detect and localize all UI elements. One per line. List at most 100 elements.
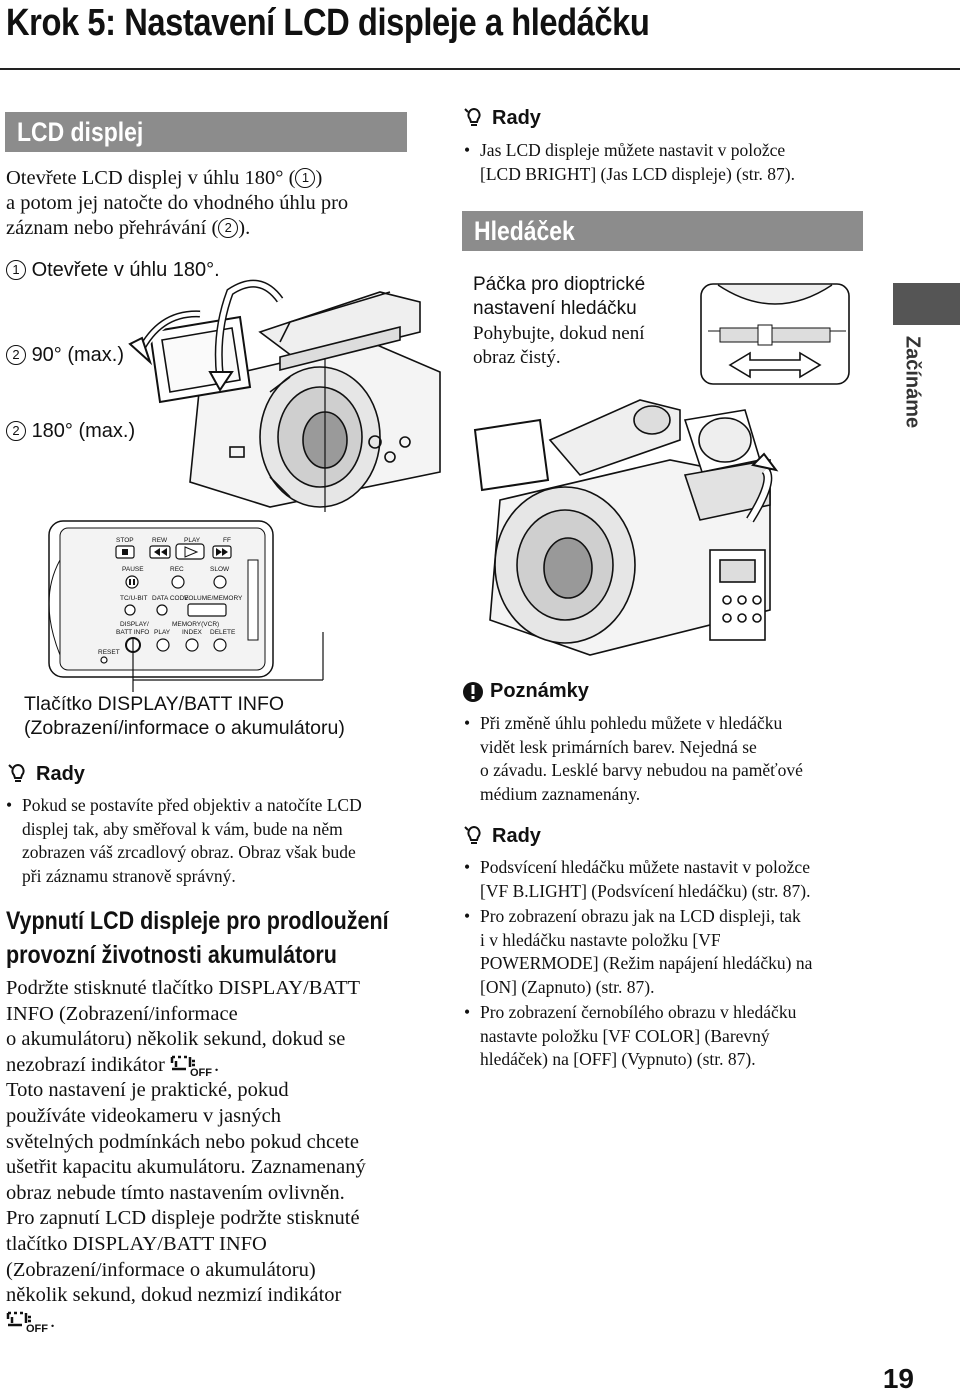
reset-button[interactable]: [100, 656, 108, 664]
tips-left-title: Rady: [36, 762, 85, 785]
notes-line3: o závadu. Lesklé barvy nebudou na paměťo…: [480, 760, 803, 780]
lcd-intro: Otevřete LCD displej v úhlu 180° (1) a p…: [6, 166, 406, 241]
callout-90-max: 2 90° (max.): [6, 344, 124, 367]
tips-right-title: Rady: [492, 824, 541, 847]
lcd-off-line: obraz nebude tímto nastavením ovlivněn.: [6, 1181, 345, 1204]
label-pause: PAUSE: [122, 566, 144, 573]
lcd-intro-line2: a potom jej natočte do vhodného úhlu pro: [6, 192, 349, 214]
label-rew: REW: [152, 537, 168, 544]
label-mem-play: PLAY: [154, 629, 171, 636]
label-volume: VOLUME/MEMORY: [184, 595, 243, 602]
camcorder-viewfinder-illustration: [473, 399, 779, 656]
lcd-off-line: Pro zapnutí LCD displeje podržte stisknu…: [6, 1207, 360, 1230]
tips-top-line2: [LCD BRIGHT] (Jas LCD displeje) (str. 87…: [480, 163, 795, 184]
memory-delete-button[interactable]: [213, 638, 227, 652]
tips-right-item: Podsvícení hledáčku můžete nastavit v po…: [462, 856, 902, 903]
side-tab-text: Začínáme: [901, 335, 924, 429]
section-title-viewfinder: Hledáček: [474, 215, 575, 246]
label-index: INDEX: [182, 629, 203, 636]
side-tab-marker: [893, 283, 960, 325]
lcd-off-indicator-icon: OFF: [170, 1053, 214, 1079]
label-batt-info: BATT INFO: [116, 629, 149, 636]
label-stop: STOP: [116, 537, 134, 544]
tips-right-line: nastavte položku [VF COLOR] (Barevný: [480, 1025, 770, 1046]
callout-marker-2a: 2: [6, 345, 26, 365]
callout-180-max-label: 180° (max.): [31, 420, 136, 442]
lcd-off-line: tlačítko DISPLAY/BATT INFO: [6, 1232, 267, 1255]
display-button-caption-line1: Tlačítko DISPLAY/BATT INFO: [24, 693, 285, 715]
note-warning-icon: [463, 681, 483, 702]
viewfinder-adjust-text: Pohybujte, dokud není obraz čistý.: [473, 322, 645, 370]
lcd-off-line-indicator: nezobrazí indikátor OFF .: [6, 1053, 426, 1079]
label-rec: REC: [170, 566, 184, 573]
callout-marker-1: 1: [6, 260, 26, 280]
label-play: PLAY: [184, 537, 201, 544]
tips-right-list: Podsvícení hledáčku můžete nastavit v po…: [462, 856, 902, 1072]
tips-right-line: hledáček) na [OFF] (Vypnuto) (str. 87).: [480, 1049, 756, 1069]
volume-rocker[interactable]: [187, 603, 227, 617]
label-tc-ubit: TC/U-BIT: [120, 595, 147, 602]
adjust-text-line2: obraz čistý.: [473, 347, 561, 368]
label-display: DISPLAY/: [120, 621, 149, 628]
ff-icon-b: [222, 548, 228, 556]
tips-left-list: Pokud se postavíte před objektiv a natoč…: [4, 794, 424, 888]
memory-play-button[interactable]: [156, 638, 170, 652]
tips-left-line1: Pokud se postavíte před objektiv a natoč…: [22, 795, 362, 815]
tips-right-item: Pro zobrazení černobílého obrazu v hledá…: [462, 1001, 902, 1072]
tips-left-line4: při záznamu stranově správný.: [22, 865, 236, 886]
lever-label-line1: Páčka pro dioptrické: [473, 274, 646, 295]
label-reset: RESET: [98, 649, 120, 656]
tips-top-item: Jas LCD displeje můžete nastavit v polož…: [462, 139, 882, 186]
diopter-lever-detail: [700, 283, 850, 385]
tips-right-line: [ON] (Zapnuto) (str. 87).: [480, 976, 655, 997]
tip-bulb-icon: [464, 825, 481, 844]
callout-marker-2b: 2: [6, 421, 26, 441]
memory-index-button[interactable]: [185, 638, 199, 652]
label-delete: DELETE: [210, 629, 236, 636]
tips-right-line: Podsvícení hledáčku můžete nastavit v po…: [480, 857, 810, 877]
leader-line-display-button: [132, 632, 324, 692]
callout-90-max-label: 90° (max.): [31, 344, 125, 366]
tips-top-list: Jas LCD displeje můžete nastavit v polož…: [462, 139, 882, 186]
display-button-caption-line2: (Zobrazení/informace o akumulátoru): [24, 717, 345, 739]
data-code-button[interactable]: [156, 604, 168, 616]
pause-icon-b: [133, 579, 135, 585]
tips-top-heading: Rady: [462, 106, 541, 130]
lcd-off-line-indicator-2: OFF .: [6, 1309, 426, 1335]
rew-icon: [154, 548, 160, 556]
tc-ubit-button[interactable]: [124, 604, 136, 616]
lcd-off-indicator-icon: OFF: [6, 1309, 50, 1335]
callout-open-180: 1 Otevřete v úhlu 180°.: [6, 259, 220, 282]
lcd-intro-line3-end: ).: [238, 217, 251, 239]
notes-line1: Při změně úhlu pohledu můžete v hledáčku: [480, 713, 783, 733]
lcd-off-indicator-suffix: OFF: [26, 1322, 48, 1335]
rec-button[interactable]: [171, 575, 185, 589]
lcd-off-line: několik sekund, dokud nezmizí indikátor: [6, 1284, 342, 1307]
lcd-off-line: světelných podmínkách nebo pokud chcete: [6, 1130, 359, 1153]
page-title: Krok 5: Nastavení LCD displeje a hledáčk…: [6, 2, 650, 44]
notes-heading: Poznámky: [462, 680, 589, 703]
step-marker-1: 1: [295, 168, 316, 188]
label-data-code: DATA CODE: [152, 595, 189, 602]
lcd-off-line: o akumulátoru) několik sekund, dokud se: [6, 1028, 346, 1051]
label-ff: FF: [223, 537, 231, 544]
title-rule: [0, 68, 960, 70]
tips-right-item: Pro zobrazení obrazu jak na LCD displeji…: [462, 905, 902, 999]
callout-180-max: 2 180° (max.): [6, 420, 135, 443]
tips-right-line: Pro zobrazení černobílého obrazu v hledá…: [480, 1002, 797, 1022]
lever-label-line2: nastavení hledáčku: [473, 298, 637, 319]
lcd-intro-line3: záznam nebo přehrávání (: [6, 217, 219, 239]
slow-button[interactable]: [213, 575, 227, 589]
tip-bulb-icon: [464, 107, 481, 126]
lcd-off-line: Toto nastavení je praktické, pokud: [6, 1079, 289, 1102]
lcd-off-heading: Vypnutí LCD displeje pro prodloužení pro…: [6, 904, 451, 972]
callout-open-180-label: Otevřete v úhlu 180°.: [31, 259, 220, 281]
lcd-off-heading-line1: Vypnutí LCD displeje pro prodloužení: [6, 907, 389, 935]
notes-title: Poznámky: [490, 680, 589, 702]
lcd-off-indicator-suffix: OFF: [189, 1066, 212, 1079]
play-icon: [184, 546, 199, 558]
display-button-caption: Tlačítko DISPLAY/BATT INFO (Zobrazení/in…: [24, 692, 345, 740]
section-bar-viewfinder: Hledáček: [462, 211, 863, 251]
pause-button[interactable]: [125, 575, 139, 589]
notes-line4: médium zaznamenány.: [480, 783, 641, 804]
